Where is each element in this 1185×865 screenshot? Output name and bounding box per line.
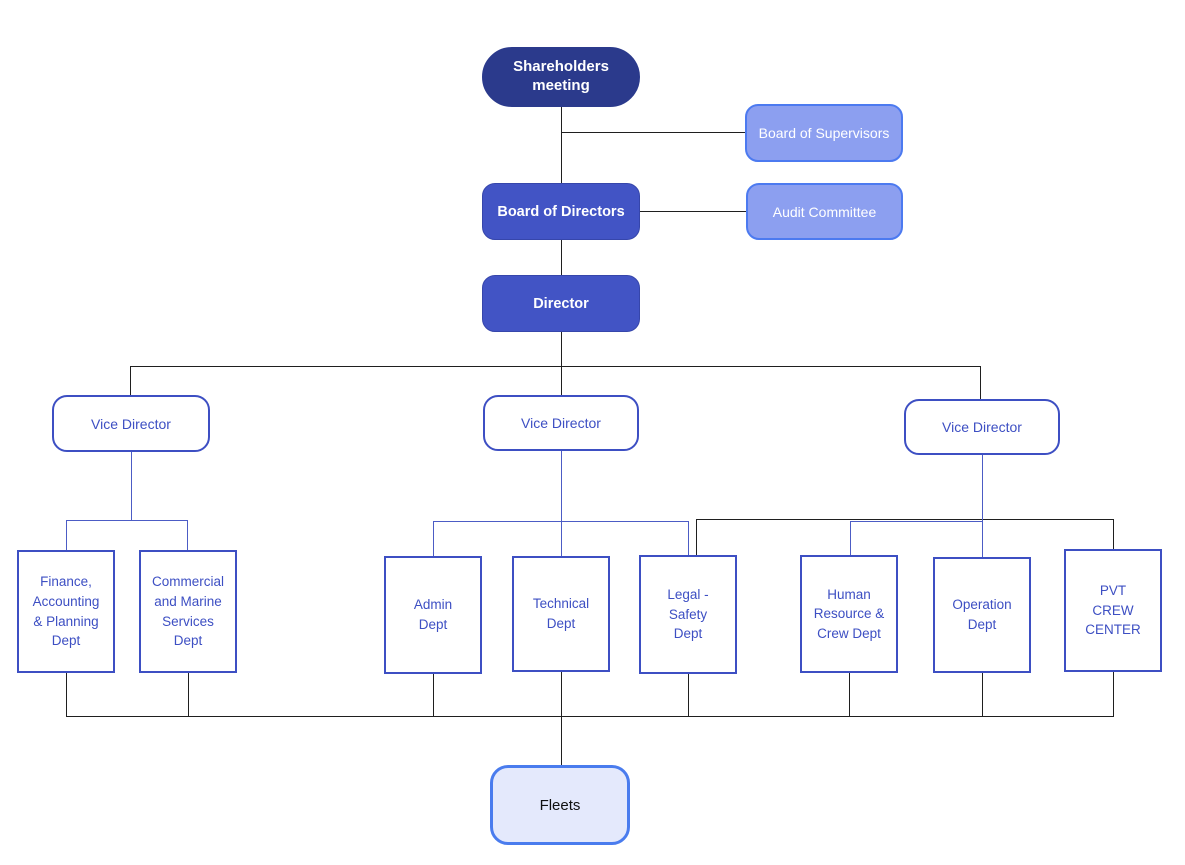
- connector-line: [130, 366, 981, 368]
- connector-line: [696, 519, 698, 555]
- connector-line: [1113, 519, 1115, 549]
- node-label: Admin Dept: [413, 597, 453, 632]
- node-pvt-crew-center: PVT CREW CENTER: [1064, 549, 1162, 672]
- node-fleets: Fleets: [490, 765, 630, 845]
- node-board-of-supervisors: Board of Supervisors: [745, 104, 903, 162]
- node-label: Operation Dept: [952, 597, 1012, 632]
- node-label: Vice Director: [91, 415, 171, 432]
- node-label: Board of Directors: [497, 203, 625, 220]
- node-vice-director-left: Vice Director: [52, 395, 210, 452]
- connector-line: [849, 673, 851, 716]
- node-operation-dept: Operation Dept: [933, 557, 1031, 673]
- connector-line-blue: [187, 520, 188, 550]
- node-human-resource-dept: Human Resource & Crew Dept: [800, 555, 898, 673]
- connector-line: [130, 366, 132, 395]
- node-label: Audit Committee: [772, 203, 877, 220]
- connector-line: [188, 673, 190, 716]
- connector-line-blue: [561, 451, 562, 521]
- connector-line: [66, 716, 1114, 718]
- node-label: Vice Director: [521, 415, 601, 431]
- connector-line-blue: [982, 455, 983, 557]
- node-technical-dept: Technical Dept: [512, 556, 610, 672]
- node-label: Shareholders meeting: [513, 58, 609, 94]
- connector-line: [66, 673, 68, 716]
- node-label: Board of Supervisors: [758, 125, 890, 141]
- node-director: Director: [482, 275, 640, 332]
- node-vice-director-right: Vice Director: [904, 399, 1060, 455]
- connector-line-blue: [688, 521, 689, 555]
- node-label: Vice Director: [942, 419, 1022, 435]
- node-label: Director: [533, 295, 589, 312]
- connector-line-blue: [66, 520, 187, 521]
- node-label: Legal - Safety Dept: [667, 587, 709, 642]
- connector-line: [561, 107, 563, 183]
- connector-line: [696, 519, 1113, 521]
- connector-line-blue: [433, 521, 688, 522]
- node-vice-director-middle: Vice Director: [483, 395, 639, 451]
- node-commercial-dept: Commercial and Marine Services Dept: [139, 550, 237, 673]
- node-label: Human Resource & Crew Dept: [813, 586, 885, 641]
- connector-line: [561, 716, 563, 765]
- connector-line-blue: [850, 521, 851, 555]
- node-audit-committee: Audit Committee: [746, 183, 903, 240]
- connector-line: [688, 674, 690, 716]
- connector-line: [561, 332, 563, 367]
- connector-line: [980, 366, 982, 399]
- node-label: Finance, Accounting & Planning Dept: [32, 574, 100, 649]
- connector-line: [433, 674, 435, 716]
- node-board-of-directors: Board of Directors: [482, 183, 640, 240]
- connector-line: [1113, 672, 1115, 716]
- node-finance-dept: Finance, Accounting & Planning Dept: [17, 550, 115, 673]
- node-shareholders-meeting: Shareholders meeting: [482, 47, 640, 107]
- node-admin-dept: Admin Dept: [384, 556, 482, 674]
- connector-line: [561, 132, 745, 134]
- connector-line: [982, 673, 984, 716]
- node-label: Commercial and Marine Services Dept: [151, 574, 224, 649]
- node-label: Fleets: [539, 796, 581, 814]
- connector-line-blue: [850, 521, 982, 522]
- connector-line-blue: [561, 521, 562, 556]
- connector-line-blue: [433, 521, 434, 556]
- connector-line-blue: [131, 452, 132, 520]
- connector-line: [561, 240, 563, 275]
- node-label: Technical Dept: [532, 596, 590, 631]
- node-legal-safety-dept: Legal - Safety Dept: [639, 555, 737, 674]
- connector-line: [640, 211, 746, 213]
- connector-line: [561, 672, 563, 716]
- connector-line-blue: [66, 520, 67, 550]
- connector-line: [561, 366, 563, 395]
- node-label: PVT CREW CENTER: [1085, 583, 1141, 638]
